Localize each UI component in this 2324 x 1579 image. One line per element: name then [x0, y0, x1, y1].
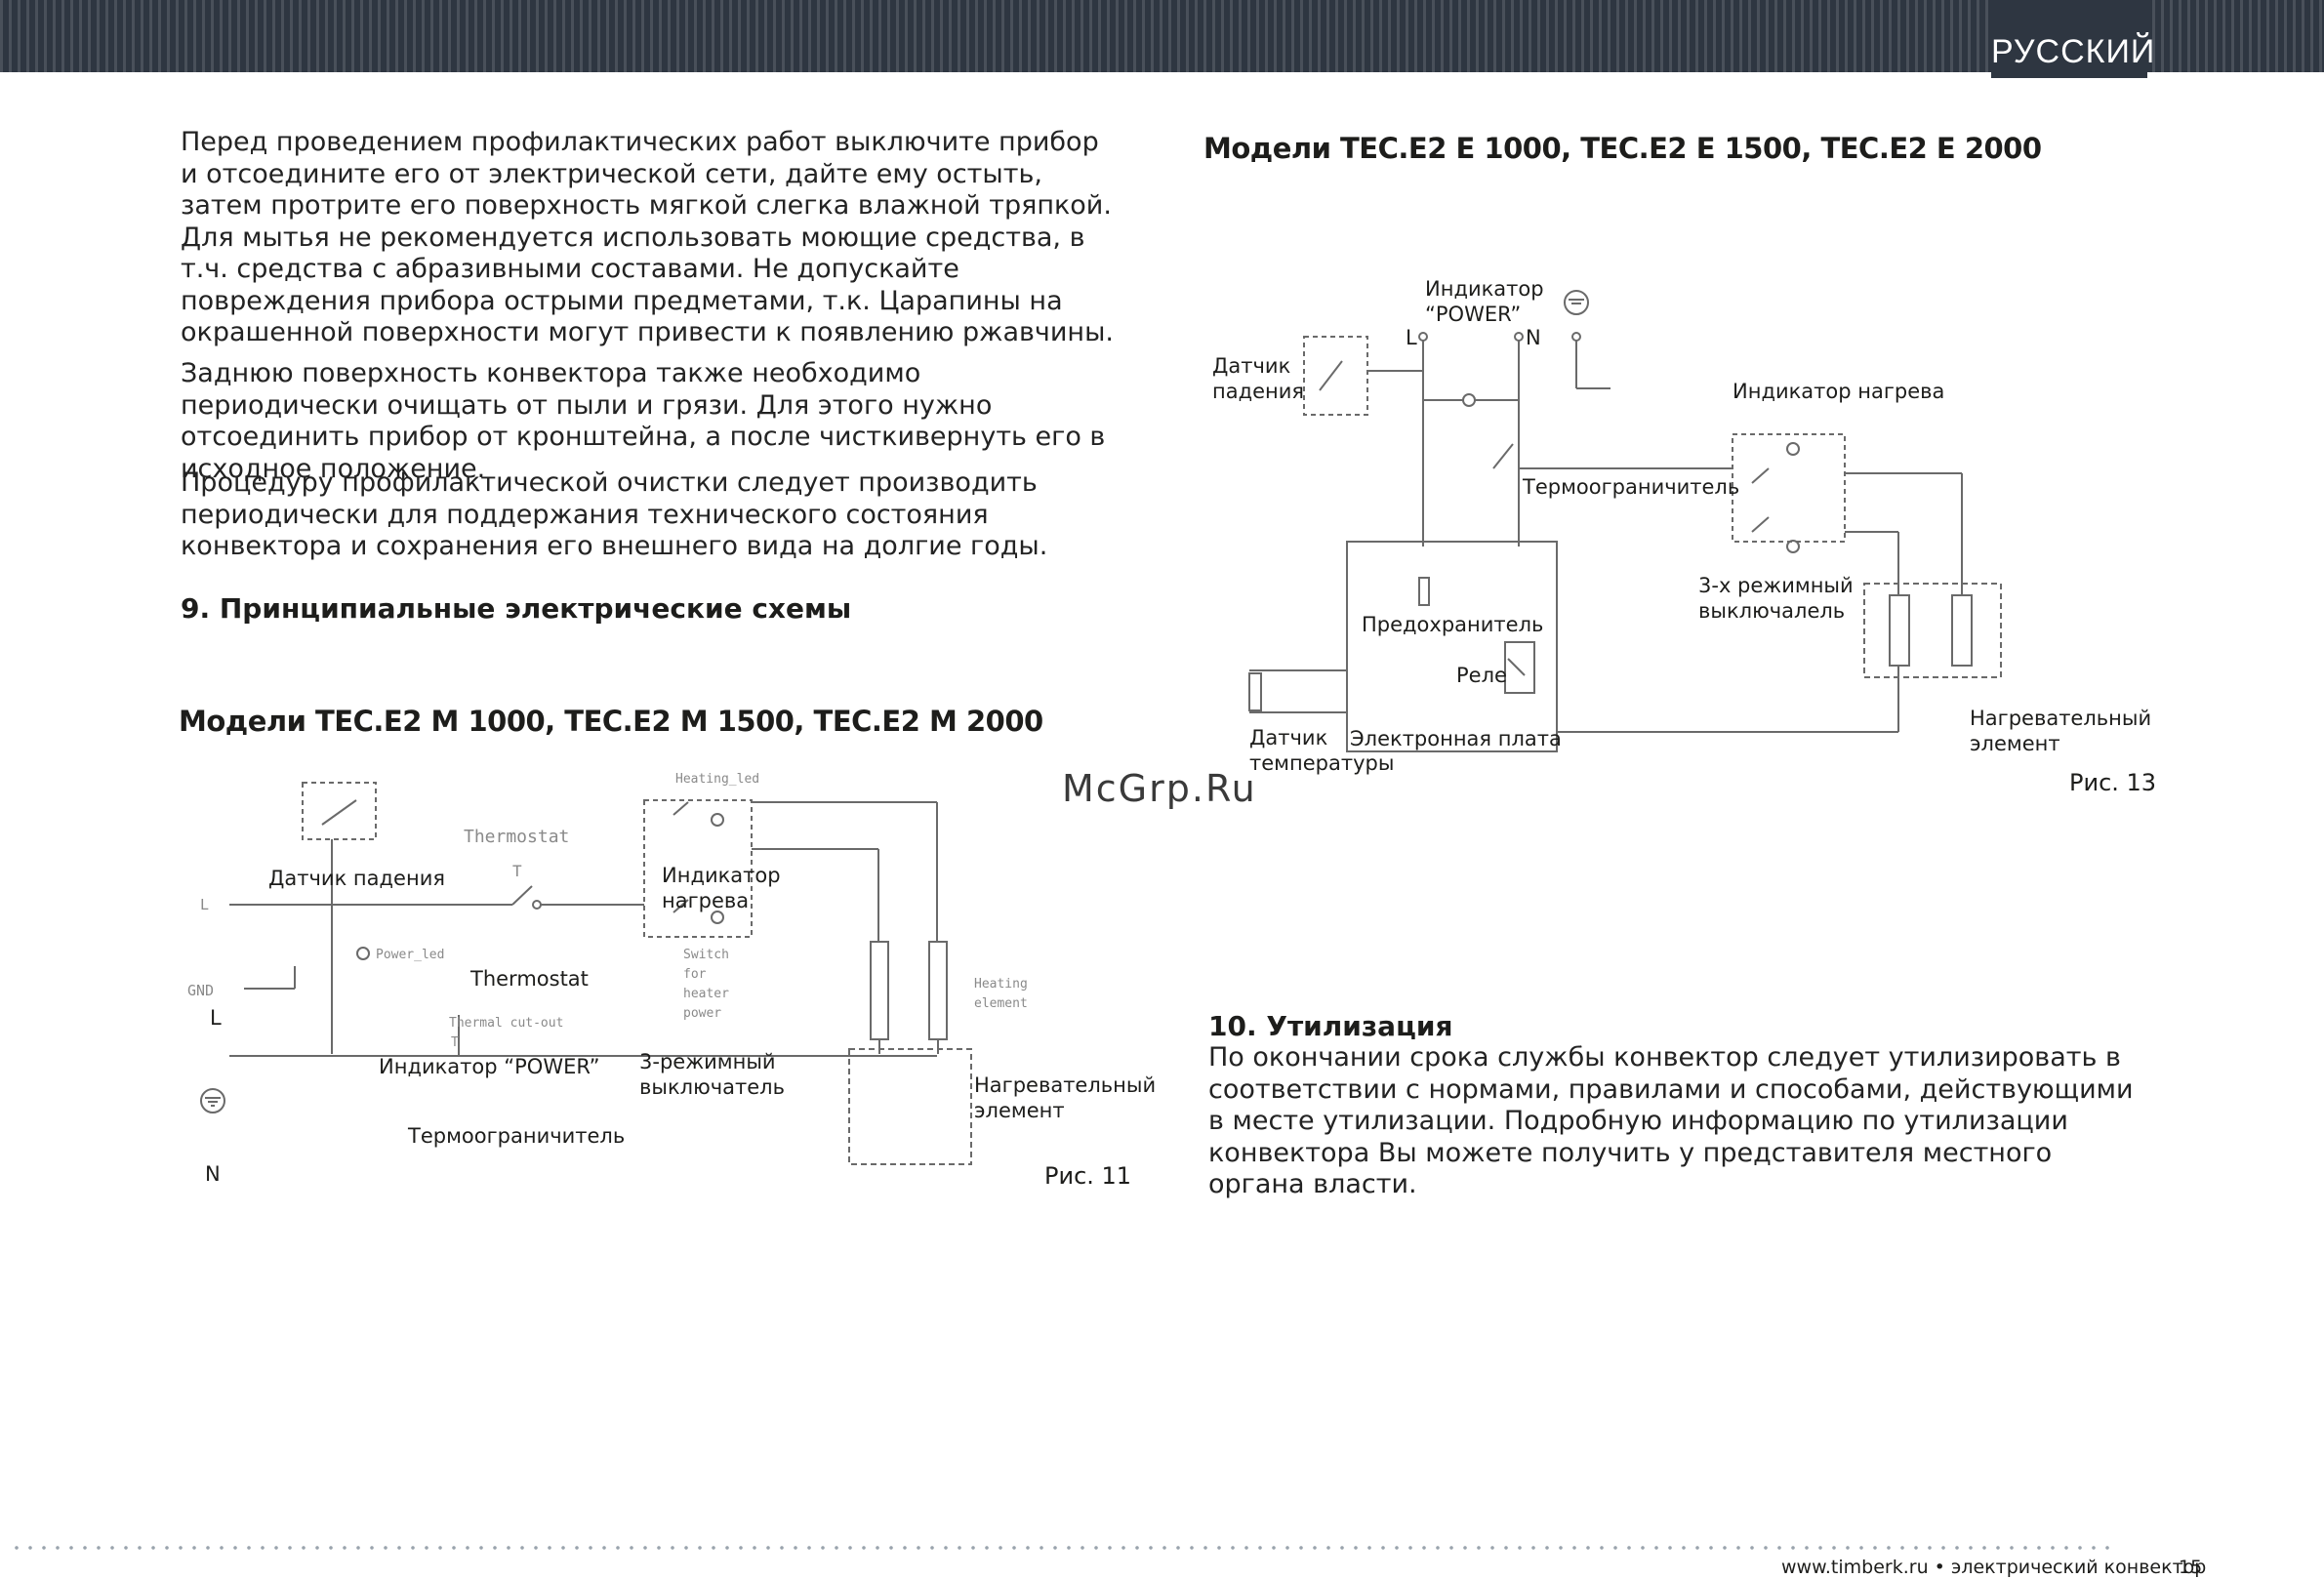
section10-text: По окончании срока службы конвектор след… [1208, 1042, 2134, 1199]
switch-box [643, 799, 753, 938]
fig11-fall-sensor-label: Датчик падения [268, 867, 445, 890]
language-label: РУССКИЙ [1991, 33, 2156, 70]
temp-sensor [1248, 672, 1262, 711]
schematic-switch-note-2: for [683, 967, 707, 982]
models-m-heading: Модели TEC.E2 M 1000, TEC.E2 M 1500, TEC… [179, 705, 1043, 738]
schematic-t: T [512, 862, 522, 880]
l-terminal [1418, 332, 1428, 342]
fall-sensor-box [302, 782, 377, 840]
fig13-l-label: L [1406, 326, 1417, 349]
switch-contact-1 [673, 801, 689, 816]
fig13-switch-label: 3-х режимный выключалель [1698, 574, 1854, 623]
header-bar [0, 0, 2324, 72]
figure13-schematic [1248, 290, 2002, 752]
models-e-heading: Модели TEC.E2 E 1000, TEC.E2 E 1500, TEC… [1203, 132, 2042, 165]
header-stripes [0, 0, 2324, 72]
heat-lamp-2 [1786, 540, 1800, 553]
schematic-heating-el-2: element [974, 996, 1028, 1011]
schematic-t2: T [451, 1035, 459, 1050]
fall-sensor-contact [321, 799, 357, 826]
fig11-l-label: L [210, 1006, 222, 1030]
schematic-heating-led: Heating_led [675, 772, 759, 787]
heater-1 [1889, 594, 1910, 667]
fig13-heat-indicator-label: Индикатор нагрева [1733, 380, 1945, 403]
power-led-lamp [356, 947, 370, 960]
relay-contact [1507, 658, 1526, 676]
fig11-power-indicator-label: Индикатор “POWER” [379, 1055, 600, 1078]
heating-led-lamp-2 [711, 911, 724, 924]
schematic-switch-note: Switch [683, 948, 729, 962]
thermostat-contact [511, 885, 533, 906]
language-tab [1991, 0, 2147, 78]
power-lamp [1462, 393, 1476, 407]
fig11-thermal-limiter-label: Термоограничитель [408, 1124, 626, 1148]
fig11-thermostat-label: Thermostat [470, 967, 589, 991]
fig13-fuse-label: Предохранитель [1362, 613, 1544, 636]
fig11-switch-label: 3-режимный выключатель [639, 1050, 785, 1099]
fall-sensor-box [1303, 336, 1368, 416]
ground-symbol [200, 1088, 225, 1113]
heater-2 [1951, 594, 1973, 667]
fuse [1418, 577, 1430, 606]
maintenance-paragraph-1: Перед проведением профилактических работ… [181, 127, 1114, 347]
fall-sensor-contact [1319, 360, 1343, 391]
switch-box [1732, 433, 1846, 543]
switch-contact-2 [1751, 516, 1770, 533]
thermostat-node [532, 900, 542, 910]
switch-contact-1 [1751, 467, 1770, 484]
fig13-heating-element-label: Нагревательный элемент [1970, 707, 2152, 755]
fig13-n-label: N [1526, 326, 1541, 349]
switch-contact-2 [673, 899, 689, 913]
section9-heading: 9. Принципиальные электрические схемы [181, 592, 852, 625]
limiter-contact [1492, 443, 1514, 469]
schematic-switch-note-3: heater [683, 987, 729, 1001]
fig13-board-label: Электронная плата [1350, 727, 1562, 750]
schematic-power-led: Power_led [376, 948, 444, 962]
page-number: 15 [2179, 1557, 2203, 1578]
schematic-thermostat: Thermostat [464, 827, 569, 847]
fig13-thermal-limiter-label: Термоограничитель [1523, 475, 1740, 499]
n-terminal [1514, 332, 1524, 342]
heater-1 [870, 941, 889, 1040]
ground-terminal [1571, 332, 1581, 342]
fig13-relay-label: Реле [1456, 664, 1507, 687]
maintenance-paragraph-3: Процедуру профилактической очистки следу… [181, 467, 1048, 561]
schematic-l: L [200, 896, 209, 913]
heating-led-lamp [711, 813, 724, 827]
fig13-fall-sensor-label: Датчик падения [1212, 354, 1305, 403]
figure11-schematic: Thermostat T Heating_led Power_led GND L… [187, 772, 1028, 1165]
heat-lamp-1 [1786, 442, 1800, 456]
heating-element-box [1863, 583, 2002, 678]
maintenance-paragraph-2: Заднюю поверхность конвектора также необ… [181, 358, 1106, 484]
electronic-board [1346, 541, 1558, 752]
heating-element-box [848, 1048, 972, 1165]
fig11-heating-element-label: Нагревательный элемент [974, 1073, 1157, 1122]
footer-site: www.timberk.ru • электрический конвектор [1781, 1557, 2207, 1578]
schematic-gnd: GND [187, 982, 214, 999]
fig11-heat-indicator-label: Индикатор нагрева [662, 864, 781, 912]
fig13-temp-sensor-label: Датчик температуры [1249, 726, 1395, 775]
fig13-caption: Рис. 13 [2069, 769, 2157, 796]
schematic-heating-el: Heating [974, 977, 1028, 992]
watermark: McGrp.Ru [1062, 767, 1257, 810]
relay [1504, 641, 1535, 694]
schematic-switch-note-4: power [683, 1006, 721, 1021]
fig13-power-indicator-label: Индикатор “POWER” [1425, 277, 1544, 326]
ground-symbol [1564, 290, 1589, 315]
fig11-caption: Рис. 11 [1044, 1162, 1132, 1190]
footer-dotted-line [10, 1546, 2118, 1550]
schematic-thermal-cutout: Thermal cut-out [449, 1016, 563, 1031]
fig11-n-label: N [205, 1162, 221, 1186]
section10-heading: 10. Утилизация [1208, 1010, 1453, 1042]
heater-2 [928, 941, 948, 1040]
